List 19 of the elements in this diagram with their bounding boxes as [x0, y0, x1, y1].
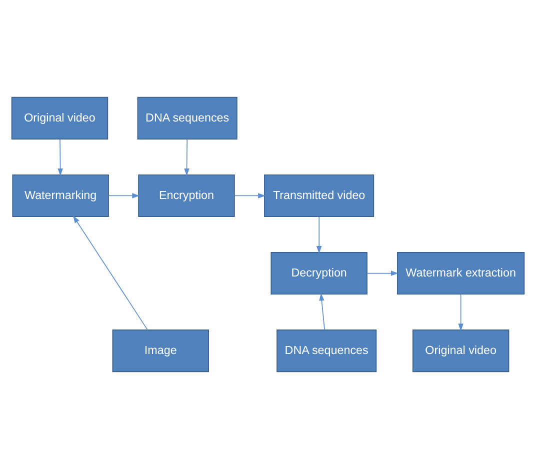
arrow: [184, 138, 190, 176]
node-box: Encryption: [138, 174, 235, 217]
arrow: [72, 216, 148, 330]
node-box: Watermark extraction: [397, 252, 525, 295]
node-box: Original video: [11, 96, 108, 140]
arrow: [366, 270, 398, 276]
node-box: Watermarking: [12, 174, 109, 217]
arrow: [319, 293, 325, 330]
node-box: DNA sequences: [137, 96, 238, 140]
node-box: Decryption: [270, 252, 368, 295]
arrow: [458, 294, 464, 332]
arrow: [108, 193, 140, 198]
arrow: [58, 138, 63, 176]
node-box: Original video: [412, 330, 510, 372]
node-box: Image: [112, 330, 209, 372]
arrow: [234, 193, 266, 198]
node-box: Transmitted video: [264, 174, 374, 217]
node-box: DNA sequences: [276, 330, 377, 372]
arrow: [316, 216, 322, 254]
